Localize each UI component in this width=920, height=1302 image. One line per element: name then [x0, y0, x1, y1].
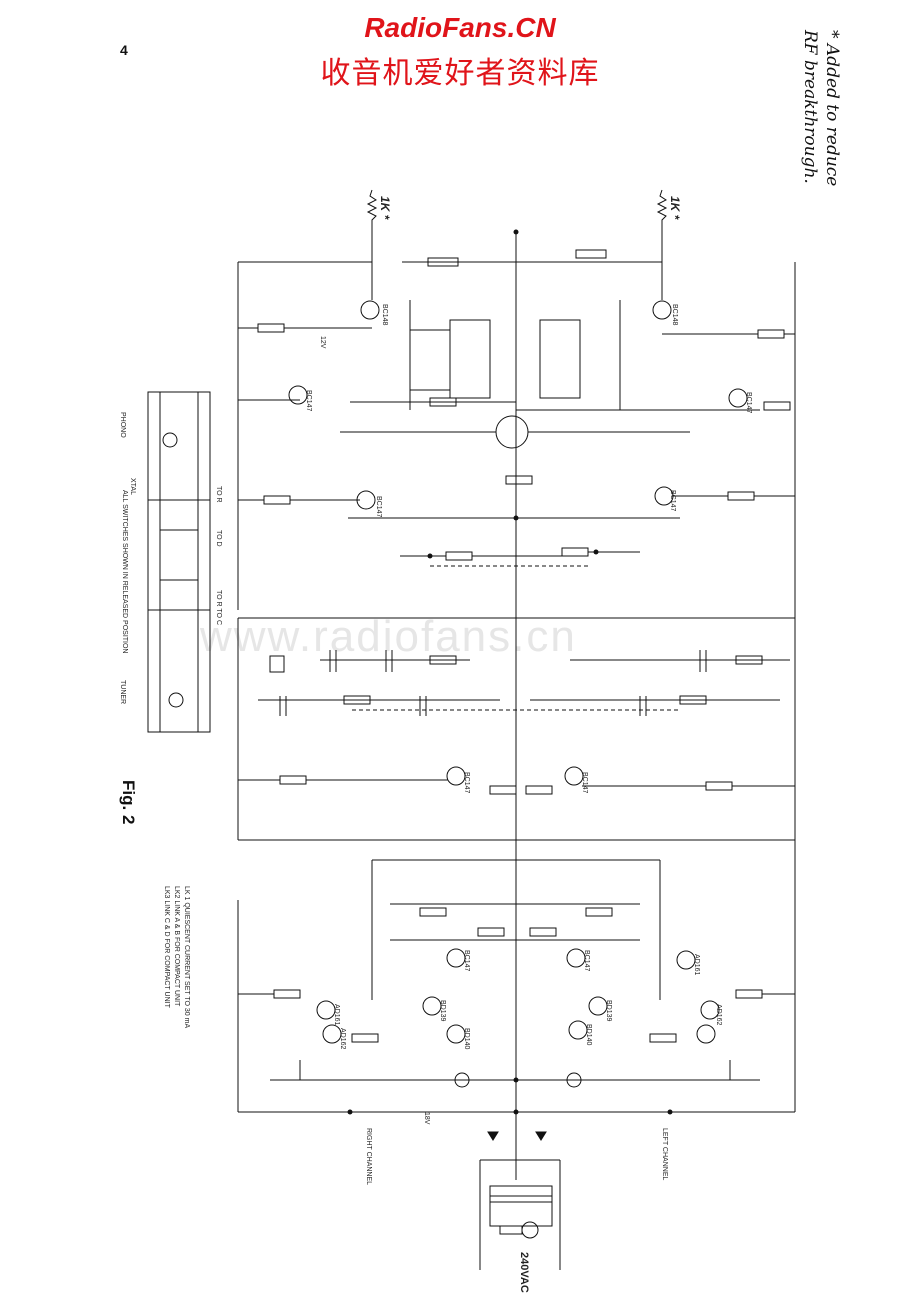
transistor-label-l3: BC147	[375, 496, 382, 518]
transistor-label-r9: AD162	[715, 1004, 722, 1026]
page-number: 4	[120, 42, 128, 58]
transistor-label-l2: BC147	[305, 390, 312, 412]
transistor-label-r8: AD161	[693, 954, 700, 976]
transistor-label-r5: BC147	[583, 950, 590, 972]
transistor-label-l9: AD162	[339, 1028, 346, 1050]
transistor-label-r1: BC148	[671, 304, 678, 326]
transistor-label-l4: BC147	[463, 772, 470, 794]
tuner-label: TUNER	[119, 680, 126, 705]
site-name: RadioFans.CN	[364, 12, 556, 43]
resistor-mark-right: 1K *	[668, 196, 682, 220]
switch-note: ALL SWITCHES SHOWN IN RELEASED POSITION	[121, 490, 128, 654]
transistor-label-r4: BC147	[581, 772, 588, 794]
right-channel-label: RIGHT CHANNEL	[365, 1128, 372, 1186]
transistor-label-l5: BC147	[463, 950, 470, 972]
rail-label-1: 18V	[423, 1112, 430, 1125]
left-channel-label: LEFT CHANNEL	[661, 1128, 668, 1181]
transistor-label-r7: BD140	[585, 1024, 592, 1046]
watermark: www.radiofans.cn	[200, 612, 577, 661]
phono-label: PHONO	[119, 412, 126, 438]
transistor-label-r6: BD139	[605, 1000, 612, 1022]
link-note-lk2: LK2 LINK A & B FOR COMPACT UNIT	[173, 886, 180, 1007]
figure-label: Fig. 2	[119, 780, 138, 825]
switch-tag-bottom: TO R TO C	[215, 590, 222, 626]
link-note-lk1: LK 1 QUIESCENT CURRENT SET TO 30 mA	[183, 886, 190, 1029]
switch-tag-mid: TO D	[215, 530, 222, 547]
switch-tag-top: TO R	[215, 486, 222, 503]
mains-voltage-label: 240VAC	[518, 1252, 530, 1293]
link-note-lk3: LK3 LINK C & D FOR COMPACT UNIT	[163, 886, 170, 1008]
transistor-label-r2: BC147	[745, 392, 752, 414]
site-tagline: 收音机爱好者资料库	[320, 56, 600, 91]
transistor-label-l8: AD161	[333, 1004, 340, 1026]
rail-label-2: 12V	[319, 336, 326, 349]
resistor-mark-left: 1K *	[378, 196, 392, 220]
xtal-label: XTAL	[129, 478, 136, 495]
transistor-label-r3: BC147	[669, 490, 676, 512]
transistor-label-l7: BD140	[463, 1028, 470, 1050]
transistor-label-l1: BC148	[381, 304, 388, 326]
transistor-label-l6: BD139	[439, 1000, 446, 1022]
